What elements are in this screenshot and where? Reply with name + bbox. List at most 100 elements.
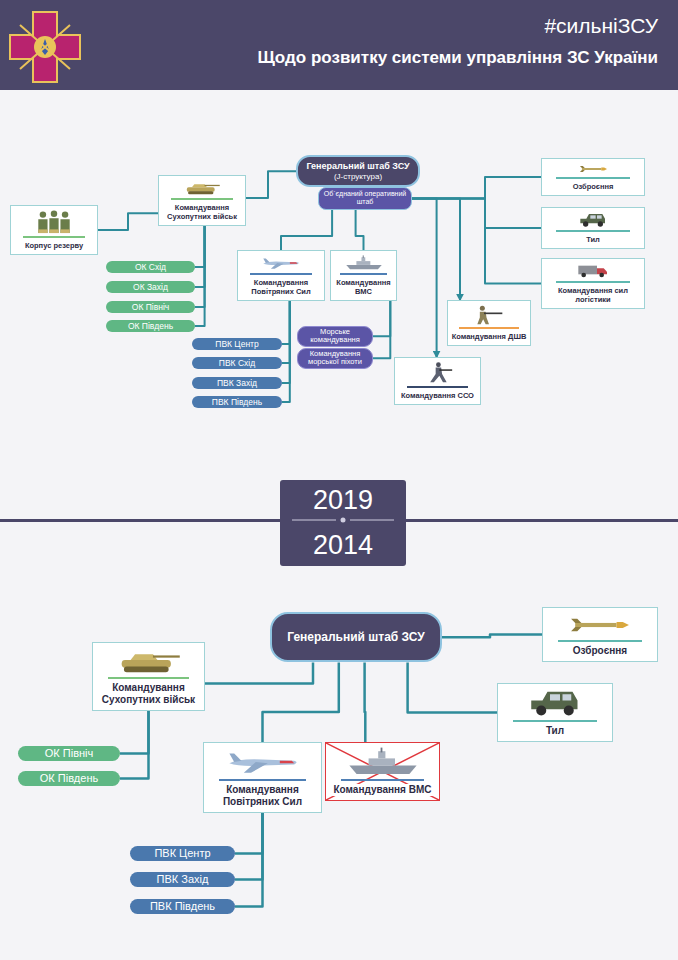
connector <box>246 171 296 198</box>
color-bar <box>219 779 306 781</box>
air-command-pill: ПВК Захід <box>130 872 235 887</box>
unit-card: Командування Повітряних Сил <box>237 250 325 301</box>
unit-card: Тил <box>497 683 613 742</box>
unit-card: Командування сил логістики <box>541 258 645 309</box>
runner-drawing <box>411 362 464 384</box>
connector <box>412 198 541 283</box>
troops-icon <box>25 210 83 234</box>
plane-drawing <box>227 747 299 777</box>
command-box: Генеральний штаб ЗСУ(J-структура) <box>296 155 420 187</box>
hashtag: #сильніЗСУ <box>544 14 658 38</box>
color-bar <box>341 779 424 781</box>
unit-card: Командування Повітряних Сил <box>203 742 322 813</box>
node-label: ОК Південь <box>110 321 191 331</box>
page-title: Щодо розвитку системи управління ЗС Укра… <box>258 48 658 68</box>
command-pill: ОК Південь <box>18 771 120 786</box>
node-label: Об`єднаний оперативний штаб <box>323 190 407 207</box>
node-label: Корпус резерву <box>14 241 94 250</box>
truck-drawing <box>574 263 612 279</box>
connector <box>282 301 290 402</box>
air-command-pill: ПВК Захід <box>192 377 282 389</box>
unit-card: Озброєння <box>542 607 658 662</box>
color-bar <box>459 327 518 329</box>
unit-card: Командування Сухопутних військ <box>158 175 246 226</box>
node-label: Командування ДШВ <box>451 332 527 341</box>
plane-icon <box>262 255 300 271</box>
node-sublabel: (J-структура) <box>304 172 412 182</box>
node-label: Командування ВМС <box>331 784 433 796</box>
air-command-pill: ПВК Південь <box>192 396 282 408</box>
connector <box>195 226 205 287</box>
node-label: ПВК Захід <box>134 873 231 886</box>
connector <box>282 301 290 383</box>
connector <box>356 210 364 250</box>
color-bar <box>407 386 469 388</box>
connector <box>373 301 390 358</box>
command-box: Генеральний штаб ЗСУ <box>270 612 442 662</box>
missile-icon <box>569 612 631 638</box>
node-label: Генеральний штаб ЗСУ <box>278 630 434 644</box>
connector <box>120 711 149 779</box>
missile-drawing <box>579 163 608 175</box>
node-label: ОК Північ <box>22 747 116 760</box>
soldier-drawing <box>465 305 513 325</box>
air-command-pill: ПВК Центр <box>192 338 282 350</box>
tank-icon <box>183 180 221 196</box>
connector <box>282 301 290 363</box>
unit-card: Командування ВМС <box>330 250 397 301</box>
connector <box>412 198 541 228</box>
command-pill: ОК Схід <box>106 261 195 273</box>
node-label: Командування Сухопутних військ <box>96 682 201 706</box>
command-pill: ОК Північ <box>18 746 120 761</box>
staff-pill: Об`єднаний оперативний штаб <box>318 187 412 210</box>
tank-icon <box>115 647 182 675</box>
node-label: Командування Повітряних Сил <box>207 784 318 808</box>
node-label: Командування ССО <box>398 391 477 400</box>
emblem <box>10 12 80 82</box>
connector <box>195 226 205 267</box>
connector <box>442 635 542 638</box>
tank-drawing <box>183 180 221 196</box>
connector <box>373 301 390 336</box>
air-command-pill: ПВК Схід <box>192 357 282 369</box>
color-bar <box>340 273 386 275</box>
year-label: 2019 <box>280 485 406 516</box>
color-bar <box>558 640 642 642</box>
color-bar <box>250 273 312 275</box>
node-label: ПВК Центр <box>134 847 231 860</box>
connector <box>98 213 158 230</box>
node-label: Озброєння <box>545 182 641 191</box>
command-pill: ОК Захід <box>106 281 195 293</box>
connector <box>235 813 263 907</box>
unit-card: Командування ССО <box>394 357 481 405</box>
node-label: ПВК Південь <box>196 397 278 407</box>
node-label: ОК Схід <box>110 262 191 272</box>
command-pill: ОК Південь <box>106 320 195 332</box>
connector <box>412 177 541 198</box>
unit-card: Озброєння <box>541 158 645 196</box>
year-dot <box>341 518 346 523</box>
runner-icon <box>411 362 464 384</box>
abolished-card: Командування ВМС <box>325 742 440 801</box>
connector <box>282 301 290 344</box>
year-box <box>280 480 406 566</box>
jeep-icon <box>574 212 612 228</box>
color-bar <box>108 677 190 679</box>
connector <box>408 662 497 712</box>
node-label: Морське командування <box>302 328 368 345</box>
connector <box>281 210 332 250</box>
color-bar <box>23 236 85 238</box>
air-command-pill: ПВК Південь <box>130 899 235 914</box>
connector <box>235 813 263 854</box>
troops-drawing <box>25 210 83 234</box>
connector <box>205 662 313 683</box>
color-bar <box>556 281 631 283</box>
connector <box>195 226 205 307</box>
missile-icon <box>579 163 608 175</box>
header-band <box>0 0 678 90</box>
color-bar <box>556 177 631 179</box>
plane-icon <box>227 747 299 777</box>
node-label: ОК Південь <box>22 772 116 785</box>
